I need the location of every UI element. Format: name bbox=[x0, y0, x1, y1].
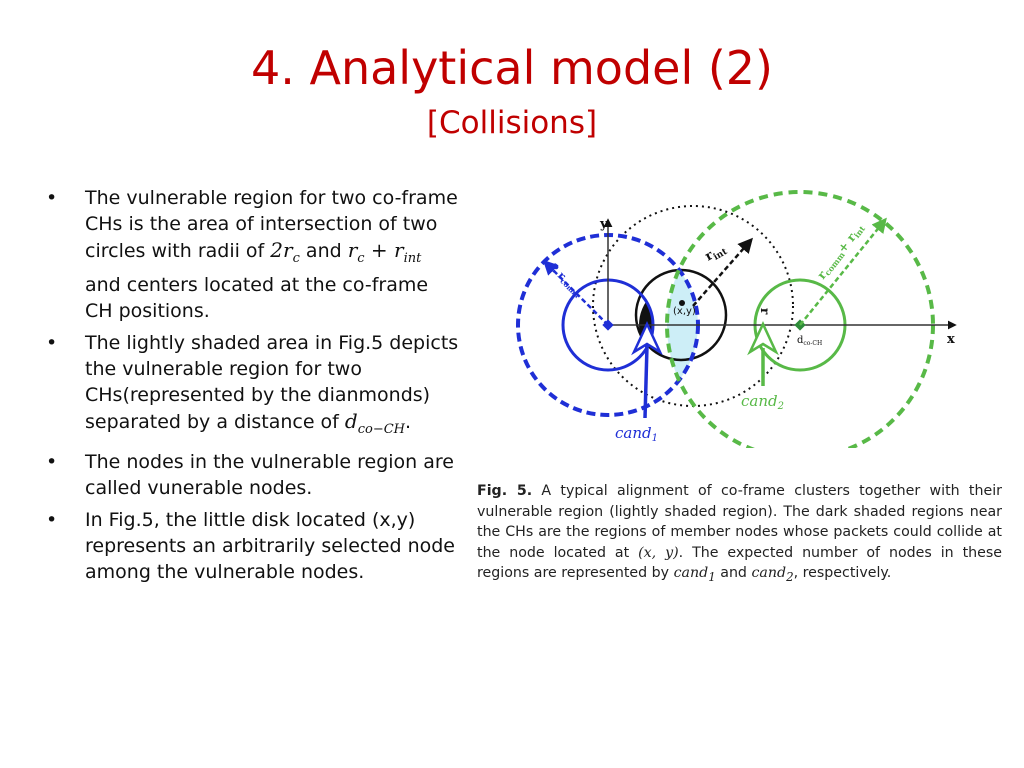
bullet-text: and centers located at the co-frame CH p… bbox=[85, 274, 429, 322]
caption-text: . The expected number of nodes in these … bbox=[477, 544, 1002, 582]
cand2-arrow-head bbox=[747, 321, 779, 356]
caption-text: and bbox=[720, 565, 747, 581]
slide-title: 4. Analytical model (2) bbox=[250, 41, 774, 95]
bullet-text: The nodes in the vulnerable region are c… bbox=[85, 451, 454, 499]
caption-math: (x, y) bbox=[638, 544, 679, 561]
cand1-label: cand1 bbox=[615, 424, 658, 444]
bullet-item: In Fig.5, the little disk located (x,y) … bbox=[40, 507, 460, 585]
bullet-item: The nodes in the vulnerable region are c… bbox=[40, 449, 460, 501]
caption-math: cand1 bbox=[673, 565, 716, 584]
math-d-co-ch: dco−CH bbox=[344, 409, 406, 437]
cand2-label: cand2 bbox=[741, 392, 784, 412]
cand1-arrow bbox=[643, 345, 649, 419]
math-rc-plus-rint: rc + rint bbox=[347, 238, 422, 266]
bullet-text: The lightly shaded area in Fig.5 depicts… bbox=[85, 332, 459, 433]
collision-figure: x y (x,y) 2 rcomm rint rcomm+ rint r dco… bbox=[516, 190, 957, 448]
label-rc-green: r bbox=[758, 308, 772, 315]
bullet-list: The vulnerable region for two co-frame C… bbox=[40, 185, 460, 591]
arrow-2rcomm bbox=[542, 259, 609, 326]
caption-text: A typical alignment of co-frame clusters… bbox=[477, 483, 1002, 561]
math-2rc: 2rc bbox=[270, 238, 300, 266]
y-axis-label: y bbox=[599, 217, 608, 232]
label-2rcomm: 2 rcomm bbox=[546, 261, 585, 300]
cand1-arrow-head bbox=[631, 321, 663, 356]
bullet-text: In Fig.5, the little disk located (x,y) … bbox=[85, 509, 455, 583]
label-d-co-ch: dco-CH bbox=[797, 335, 822, 347]
caption-label: Fig. 5. bbox=[477, 483, 533, 499]
slide-subtitle: [Collisions] bbox=[426, 105, 598, 141]
bullet-item: The vulnerable region for two co-frame C… bbox=[40, 185, 460, 324]
bullet-text: and bbox=[305, 240, 342, 262]
bullet-item: The lightly shaded area in Fig.5 depicts… bbox=[40, 330, 460, 443]
x-axis-label: x bbox=[947, 332, 955, 347]
bullet-text: The vulnerable region for two co-frame C… bbox=[85, 187, 458, 262]
arrow-rcomm-rint bbox=[799, 217, 887, 326]
node-label: (x,y) bbox=[673, 306, 696, 317]
figure-caption: Fig. 5. A typical alignment of co-frame … bbox=[477, 481, 1002, 587]
caption-math: cand2 bbox=[751, 565, 794, 584]
caption-text: , respectively. bbox=[793, 565, 892, 581]
arrow-rint bbox=[692, 237, 753, 307]
label-rint: rint bbox=[703, 241, 730, 267]
node-disk bbox=[679, 300, 685, 306]
